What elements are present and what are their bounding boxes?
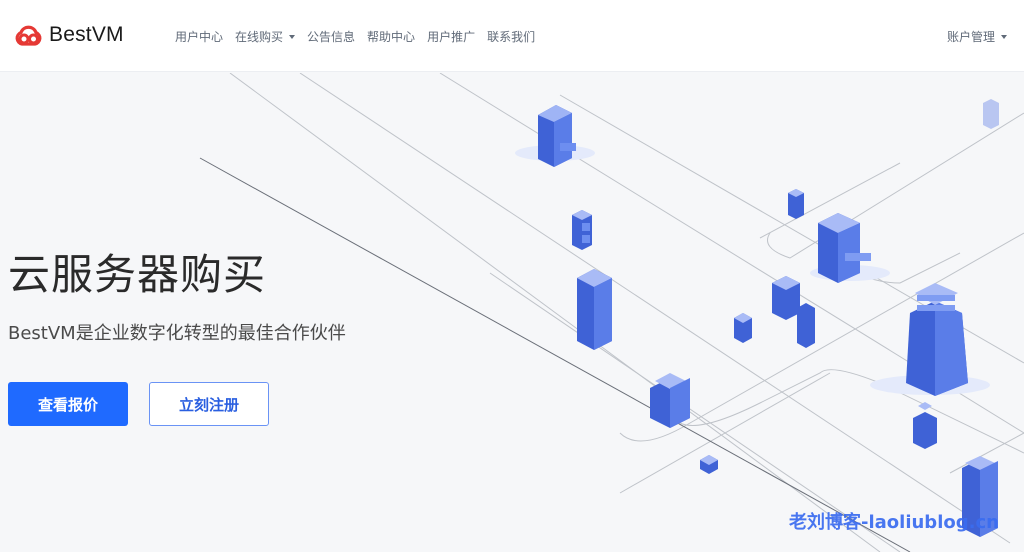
nav-label: 用户推广 [427, 30, 476, 44]
hero-subtitle: BestVM是企业数字化转型的最佳合作伙伴 [8, 323, 346, 344]
hero-banner: 云服务器购买 BestVM是企业数字化转型的最佳合作伙伴 查看报价 立刻注册 老… [0, 73, 1024, 552]
cloud-logo-icon [15, 25, 42, 46]
isometric-servers-illustration [199, 73, 1024, 552]
nav-label: 联系我们 [487, 30, 536, 44]
nav-user-center[interactable]: 用户中心 [175, 28, 223, 45]
nav-label: 帮助中心 [367, 30, 416, 44]
main-nav: 用户中心 在线购买 公告信息 帮助中心 用户推广 联系我们 [175, 28, 535, 45]
hero-title: 云服务器购买 [8, 250, 267, 299]
top-navbar: BestVM 用户中心 在线购买 公告信息 帮助中心 用户推广 联系我们 账户管… [0, 0, 1024, 72]
nav-label: 在线购买 [235, 30, 284, 44]
account-menu[interactable]: 账户管理 [947, 28, 1007, 45]
brand-logo[interactable]: BestVM [14, 22, 124, 48]
nav-affiliate[interactable]: 用户推广 [427, 28, 475, 45]
watermark-text: 老刘博客-laoliublog.cn [789, 512, 999, 533]
register-now-button[interactable]: 立刻注册 [149, 382, 269, 426]
nav-contact[interactable]: 联系我们 [487, 28, 535, 45]
view-pricing-button[interactable]: 查看报价 [8, 382, 128, 426]
nav-help-center[interactable]: 帮助中心 [367, 28, 415, 45]
brand-name: BestVM [49, 23, 124, 46]
caret-down-icon [289, 34, 296, 39]
nav-announcements[interactable]: 公告信息 [307, 28, 355, 45]
caret-down-icon [1001, 34, 1007, 39]
account-label: 账户管理 [946, 30, 995, 44]
nav-online-purchase[interactable]: 在线购买 [235, 28, 296, 45]
nav-label: 用户中心 [175, 30, 224, 44]
nav-label: 公告信息 [307, 30, 356, 44]
